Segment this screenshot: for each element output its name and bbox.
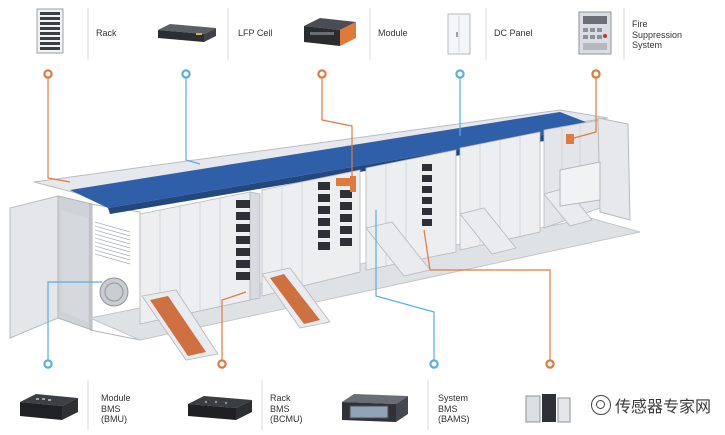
lfp-cell-icon: [158, 24, 216, 42]
bmu-icon: [20, 394, 78, 420]
fire-suppression-icon: [578, 11, 612, 55]
rack-label: Rack: [96, 28, 117, 38]
bams-icon: [342, 394, 408, 422]
watermark-text: 传感器专家网: [614, 397, 711, 416]
bcmu-label: Rack BMS (BCMU): [270, 393, 303, 424]
watermark: 传感器专家网: [586, 391, 715, 419]
left-end-panel: [9, 195, 141, 341]
module-label: Module: [378, 28, 408, 38]
module-icon: [304, 18, 356, 46]
dc-panel-icon: [447, 13, 471, 55]
fire-suppression-label: Fire Suppression System: [632, 19, 683, 50]
bmu-label: Module BMS (BMU): [101, 393, 131, 424]
pcs-icon: [525, 394, 571, 423]
dc-panel-label: DC Panel: [494, 28, 533, 38]
bcmu-icon: [188, 396, 252, 420]
lfp-cell-label: LFP Cell: [238, 28, 273, 38]
wechat-icon: [590, 395, 611, 415]
rack-icon: [36, 8, 64, 54]
bams-label: System BMS (BAMS): [438, 393, 470, 424]
